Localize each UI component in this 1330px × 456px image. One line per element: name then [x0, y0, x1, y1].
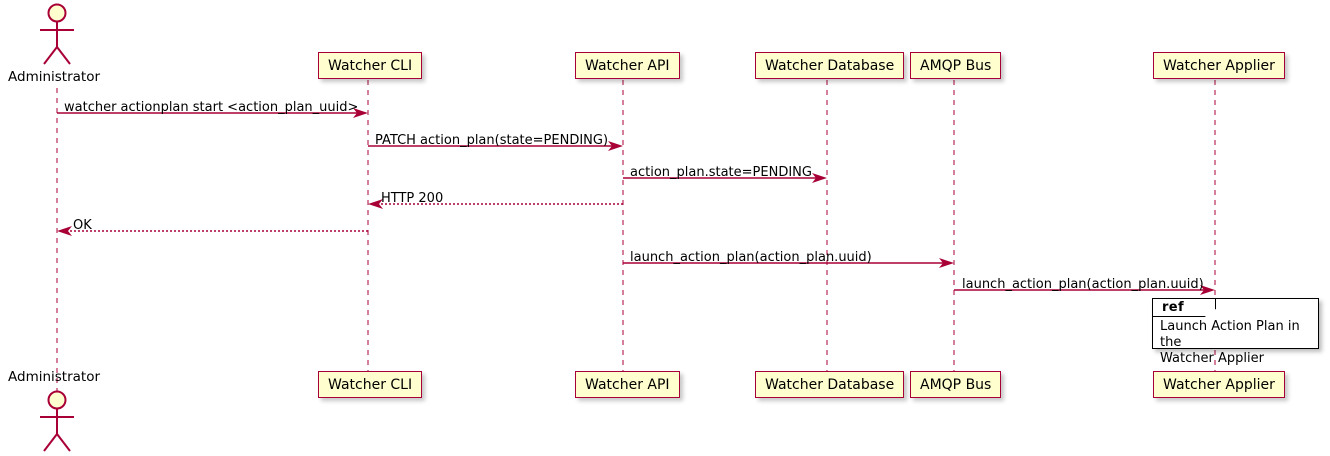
participant-box-watcher-cli-bottom[interactable]: Watcher CLI — [318, 371, 423, 398]
participant-label-amqp-bus-bottom: AMQP Bus — [920, 376, 992, 393]
message-label-1: watcher actionplan start <action_plan_uu… — [64, 100, 359, 115]
ref-frame-body: Launch Action Plan in the Watcher Applie… — [1160, 319, 1300, 366]
participant-label-watcher-api-bottom: Watcher API — [585, 376, 670, 393]
participant-label-watcher-applier: Watcher Applier — [1163, 57, 1275, 74]
participant-box-amqp-bus-top[interactable]: AMQP Bus — [910, 52, 1002, 79]
participant-box-watcher-database-bottom[interactable]: Watcher Database — [755, 371, 905, 398]
participant-box-watcher-applier-top[interactable]: Watcher Applier — [1153, 52, 1285, 79]
arrowhead-4 — [368, 199, 383, 209]
participant-label-amqp-bus: AMQP Bus — [920, 57, 992, 74]
participant-label-watcher-api: Watcher API — [585, 57, 670, 74]
arrowhead-1 — [353, 108, 368, 118]
arrowhead-5 — [57, 226, 72, 236]
participant-label-watcher-database: Watcher Database — [765, 57, 895, 74]
arrowhead-7 — [1200, 285, 1215, 295]
arrowhead-2 — [608, 141, 623, 151]
participant-box-watcher-cli-top[interactable]: Watcher CLI — [318, 52, 423, 79]
participant-label-watcher-applier-bottom: Watcher Applier — [1163, 376, 1275, 393]
participant-box-amqp-bus-bottom[interactable]: AMQP Bus — [910, 371, 1002, 398]
arrowhead-3 — [812, 173, 827, 183]
participant-label-watcher-cli-bottom: Watcher CLI — [328, 376, 413, 393]
participant-box-watcher-api-top[interactable]: Watcher API — [575, 52, 680, 79]
message-label-2: PATCH action_plan(state=PENDING) — [375, 133, 609, 148]
actor-label-administrator-top: Administrator — [8, 69, 101, 85]
message-label-3: action_plan.state=PENDING — [630, 165, 812, 180]
ref-frame-tab: ref — [1153, 299, 1216, 317]
message-label-6: launch_action_plan(action_plan.uuid) — [630, 250, 872, 265]
message-label-4: HTTP 200 — [381, 191, 444, 206]
message-label-5: OK — [73, 218, 92, 233]
participant-box-watcher-database-top[interactable]: Watcher Database — [755, 52, 905, 79]
participant-box-watcher-api-bottom[interactable]: Watcher API — [575, 371, 680, 398]
message-label-7: launch_action_plan(action_plan.uuid) — [962, 277, 1204, 292]
actor-figure-administrator-top — [40, 3, 74, 65]
ref-frame[interactable]: ref Launch Action Plan in the Watcher Ap… — [1152, 298, 1319, 366]
participant-box-watcher-applier-bottom[interactable]: Watcher Applier — [1153, 371, 1285, 398]
ref-frame-tab-label: ref — [1162, 300, 1185, 315]
participant-label-watcher-cli: Watcher CLI — [328, 57, 413, 74]
actor-figure-administrator-bottom — [40, 390, 74, 452]
actor-label-administrator-bottom: Administrator — [8, 369, 101, 385]
arrowhead-6 — [939, 258, 954, 268]
participant-label-watcher-database-bottom: Watcher Database — [765, 376, 895, 393]
